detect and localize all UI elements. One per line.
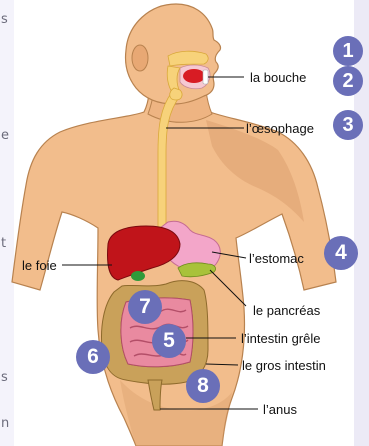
number-badge-8: 8: [186, 369, 220, 403]
label-pancreas: le pancréas: [253, 303, 320, 318]
number-badge-3: 3: [333, 110, 363, 140]
number-badge-6: 6: [76, 340, 110, 374]
nasal-cavity: [168, 51, 208, 66]
gallbladder: [131, 271, 145, 281]
label-foie: le foie: [22, 258, 57, 273]
number-badge-1: 1: [333, 36, 363, 66]
label-estomac: l’estomac: [249, 251, 304, 266]
label-intestin-grele: l’intestin grêle: [241, 331, 321, 346]
label-bouche: la bouche: [250, 70, 306, 85]
label-gros-intestin: le gros intestin: [242, 358, 326, 373]
tongue: [183, 69, 205, 83]
number-badge-2: 2: [333, 66, 363, 96]
salivary-gland: [170, 88, 182, 100]
teeth: [203, 70, 208, 84]
ear: [132, 45, 148, 71]
label-anus: l’anus: [263, 402, 297, 417]
number-badge-5: 5: [152, 324, 186, 358]
label-oesophage: l’œsophage: [246, 121, 314, 136]
number-badge-7: 7: [128, 290, 162, 324]
number-badge-4: 4: [324, 236, 358, 270]
